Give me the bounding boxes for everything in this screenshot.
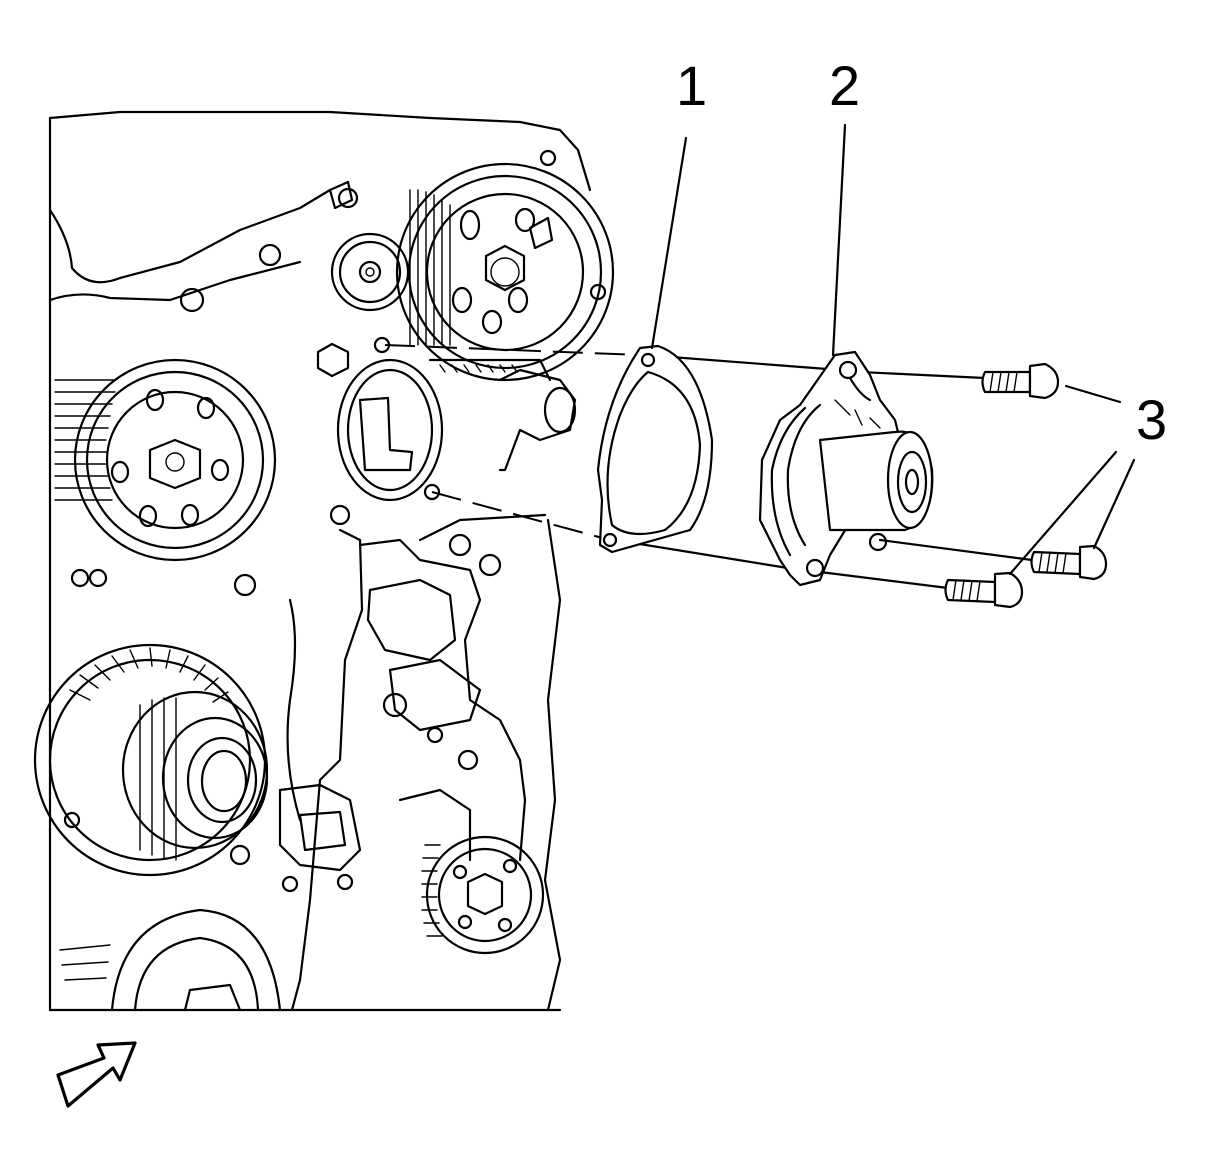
- sprocket-left: [54, 358, 277, 562]
- bolt-bottom-right: [1030, 544, 1108, 581]
- water-pump-bolts: [944, 362, 1108, 609]
- bolt-top: [981, 362, 1060, 400]
- timing-belt: [428, 358, 552, 382]
- block-bolts: [70, 149, 607, 893]
- idler-pulley: [330, 232, 410, 312]
- callout-leaders: [650, 123, 1136, 576]
- alternator: [33, 643, 269, 877]
- crankshaft-sprocket-lower: [421, 835, 545, 955]
- tensioner-cover: [336, 358, 577, 502]
- water-pump: [758, 350, 934, 587]
- view-direction-arrow-icon: [56, 1041, 137, 1108]
- engine-front-outline: [48, 110, 592, 1012]
- water-pump-gasket: [596, 344, 714, 554]
- camshaft-sprocket-upper: [395, 162, 615, 382]
- crankshaft-pulley: [59, 908, 282, 1012]
- block-casting: [278, 528, 527, 1012]
- callout-1-label: 1: [676, 54, 708, 117]
- bolt-bottom-left: [944, 571, 1024, 609]
- callout-2-label: 2: [829, 54, 861, 117]
- callout-3-label: 3: [1136, 388, 1168, 451]
